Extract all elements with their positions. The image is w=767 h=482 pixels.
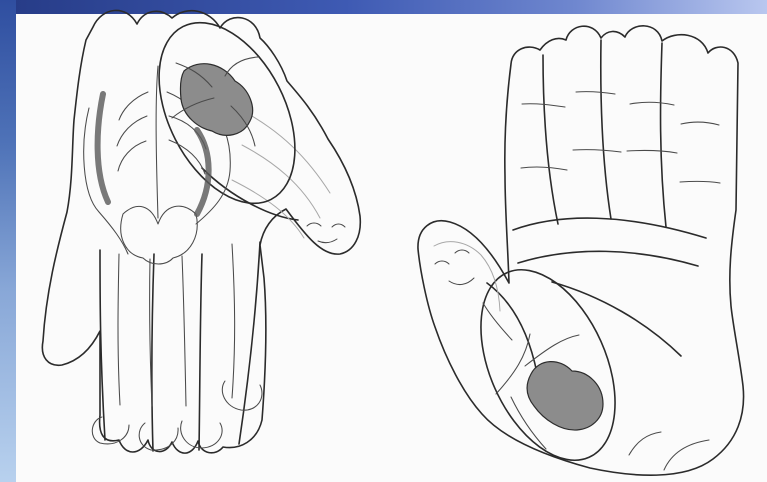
left-finger-divider-4 xyxy=(239,242,260,444)
right-palm-lines xyxy=(513,218,706,356)
left-thumb-crease xyxy=(202,168,298,220)
right-heart-organ xyxy=(527,362,603,430)
right-thumb-face xyxy=(435,250,474,285)
right-hand-figure xyxy=(418,26,744,481)
left-spine xyxy=(156,66,158,218)
left-finger-divider-3 xyxy=(199,254,202,450)
left-heart-organ xyxy=(180,64,252,136)
right-thumb-crease xyxy=(487,283,537,373)
left-finger-divider-2 xyxy=(152,254,154,451)
left-thumb-ghost-lines xyxy=(232,112,330,238)
right-finger-creases xyxy=(521,92,720,183)
right-finger-gap-2 xyxy=(601,40,611,219)
left-pelvis xyxy=(121,206,197,264)
left-lower-limbs xyxy=(118,244,235,406)
right-finger-gap-3 xyxy=(661,43,666,227)
right-finger-gap-1 xyxy=(543,55,558,224)
right-wrist-lines xyxy=(629,432,709,470)
left-thumb-face xyxy=(307,223,345,243)
left-hand-figure xyxy=(42,0,360,453)
